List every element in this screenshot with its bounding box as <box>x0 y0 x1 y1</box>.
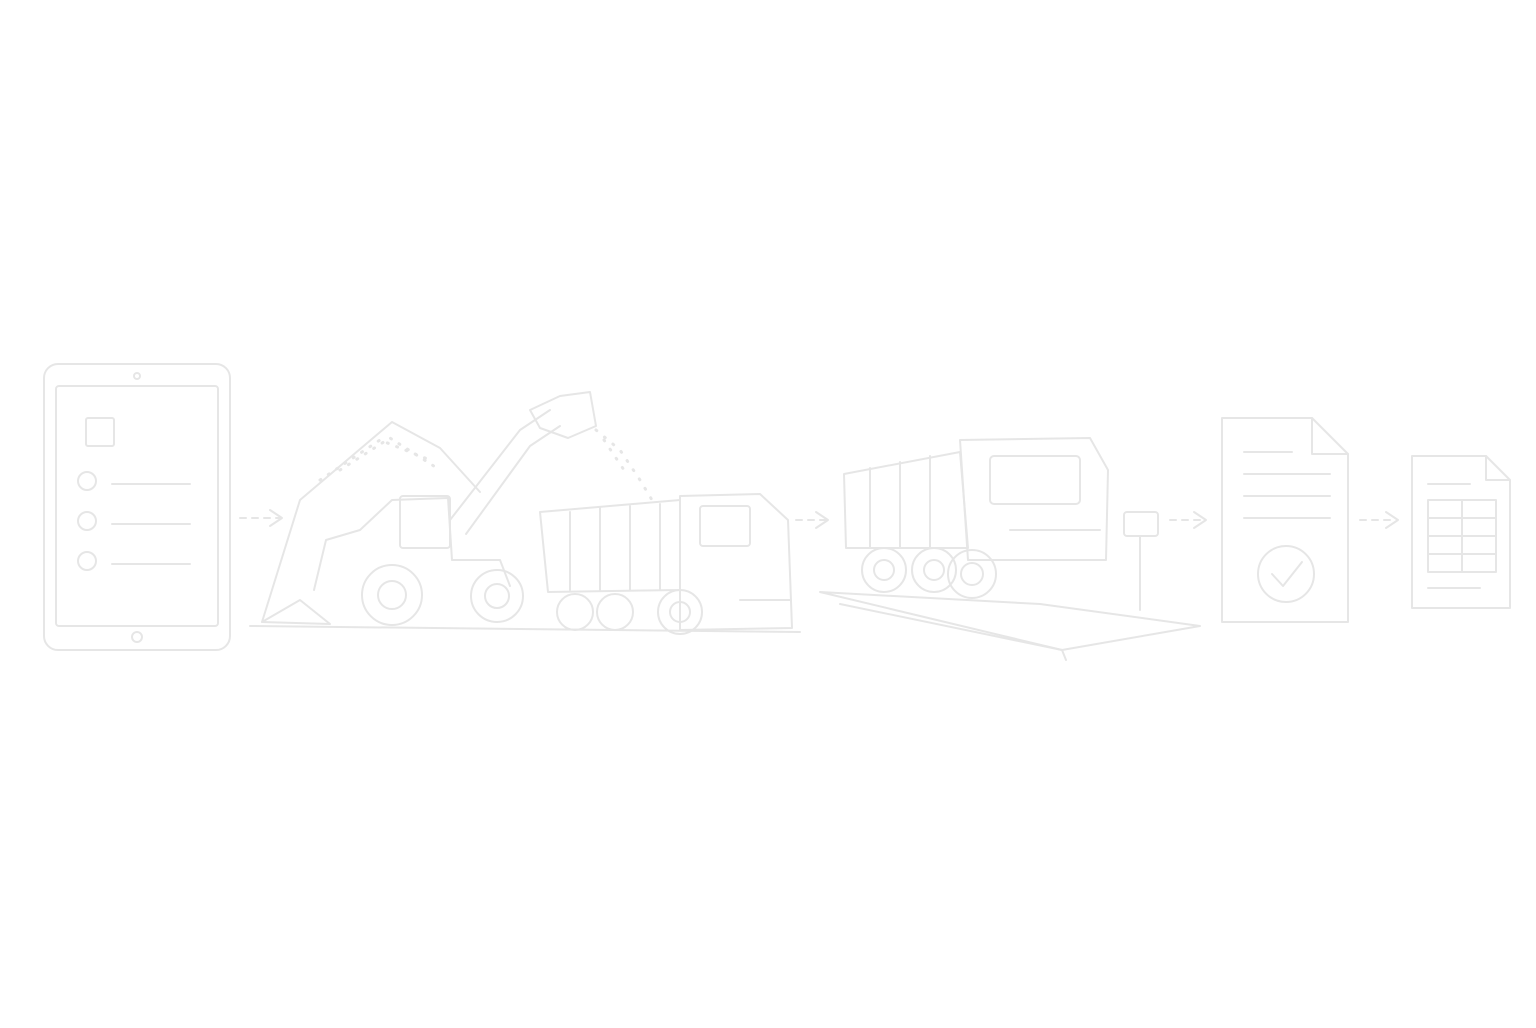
arrow-right-icon <box>795 511 829 529</box>
dump-truck-on-weighbridge-icon <box>819 437 1201 661</box>
wheel-loader-loading-dump-truck-icon <box>249 391 801 635</box>
tablet-checklist-icon <box>43 363 231 651</box>
invoice-document-icon <box>1411 455 1511 609</box>
arrow-right-icon <box>239 509 283 527</box>
gravel-pile <box>318 436 442 482</box>
arrow-right-icon <box>1359 511 1399 529</box>
document-checkmark-icon <box>1221 417 1349 623</box>
arrow-right-icon <box>1169 511 1207 529</box>
